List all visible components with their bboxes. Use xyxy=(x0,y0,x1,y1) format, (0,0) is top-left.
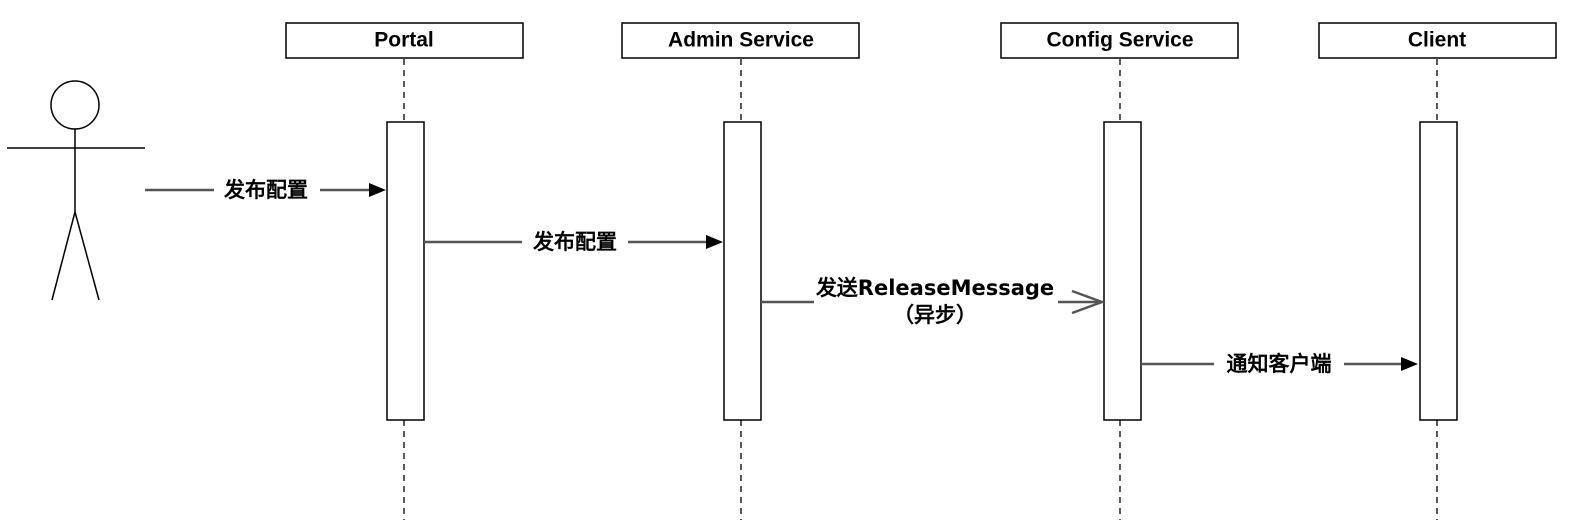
participant-box-admin-service xyxy=(621,22,860,59)
actor-head xyxy=(50,80,100,130)
message-label-bg xyxy=(522,227,628,257)
participant-label-config-service: Config Service xyxy=(1046,29,1193,52)
actor-left-leg xyxy=(51,211,76,301)
participant-config-service: Config Service xyxy=(1000,22,1239,520)
arrowhead-filled-icon xyxy=(369,183,386,197)
user-actor-icon xyxy=(7,80,145,301)
message-actor-to-portal: 发布配置 xyxy=(145,175,386,205)
participant-label-admin-service: Admin Service xyxy=(668,29,814,52)
participant-label-client: Client xyxy=(1408,29,1466,52)
message-portal-to-admin: 发布配置 xyxy=(424,227,723,257)
message-label-bg xyxy=(214,175,320,205)
arrowhead-open-icon xyxy=(1071,289,1106,315)
participant-box-client xyxy=(1318,22,1557,59)
activation-portal xyxy=(386,121,425,421)
activation-client xyxy=(1419,121,1458,421)
activation-admin-service xyxy=(723,121,762,421)
participant-portal: Portal xyxy=(285,22,524,520)
arrowhead-filled-icon xyxy=(1401,357,1418,371)
message-sublabel: （异步） xyxy=(893,303,977,327)
participant-label-portal: Portal xyxy=(374,29,434,52)
message-label: 通知客户端 xyxy=(1227,352,1332,376)
message-admin-to-config: 发送ReleaseMessage （异步） xyxy=(761,274,1106,330)
message-config-to-client: 通知客户端 xyxy=(1141,349,1418,379)
arrowhead-filled-icon xyxy=(706,235,723,249)
message-label: 发布配置 xyxy=(532,230,617,254)
participant-client: Client xyxy=(1318,22,1557,520)
activation-config-service xyxy=(1103,121,1142,421)
participant-box-config-service xyxy=(1000,22,1239,59)
message-label-bg xyxy=(814,274,1058,330)
message-label-bg xyxy=(1214,349,1344,379)
participant-box-portal xyxy=(285,22,524,59)
actor-right-leg xyxy=(74,211,100,301)
message-label: 发布配置 xyxy=(223,178,308,202)
participant-admin-service: Admin Service xyxy=(621,22,860,520)
message-label: 发送ReleaseMessage xyxy=(815,276,1054,300)
